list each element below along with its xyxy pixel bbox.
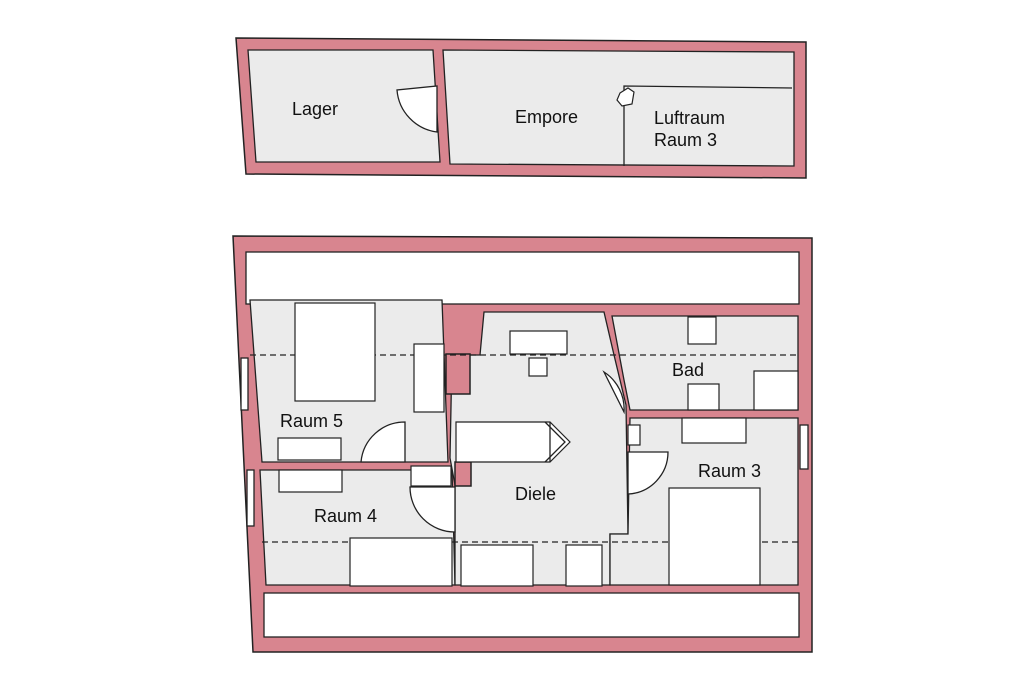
luftraum-boundary [623, 85, 793, 166]
label-bad: Bad [672, 360, 704, 380]
pillar-diele-mid [454, 461, 472, 487]
desk-raum5 [277, 437, 342, 461]
main-floor: Raum 5 Raum 4 Diele Bad Raum 3 [232, 235, 813, 653]
stool-diele [528, 357, 548, 377]
label-raum5: Raum 5 [280, 411, 343, 431]
eaves-strip-top [245, 251, 800, 305]
staircase [455, 421, 571, 463]
cabinet-diele-right [565, 544, 603, 587]
raum3-door-swing [627, 451, 669, 495]
dresser-diele [509, 330, 568, 355]
label-raum4: Raum 4 [314, 506, 377, 526]
raum4-door-swing [409, 486, 456, 533]
sink-bad [687, 383, 720, 411]
cabinet-raum4 [349, 537, 453, 587]
pillar-diele-top [445, 353, 471, 395]
dresser-raum4 [410, 465, 452, 487]
bed-raum3 [668, 487, 761, 586]
label-luftraum-raum3: Raum 3 [654, 130, 717, 150]
label-lager: Lager [292, 99, 338, 119]
room-lager-floor [247, 49, 441, 163]
desk-raum4 [278, 469, 343, 493]
room-empore-floor [442, 49, 795, 167]
raum5-door-swing [360, 421, 406, 463]
window-left-lower [246, 469, 255, 527]
label-luftraum: Luftraum [654, 108, 725, 128]
window-left-upper [240, 357, 249, 411]
staircase-step-1 [544, 421, 566, 463]
eaves-strip-bottom [263, 592, 800, 638]
lager-door-swing [396, 85, 438, 133]
bed-raum5 [294, 302, 376, 402]
label-raum3: Raum 3 [698, 461, 761, 481]
wardrobe-raum5 [413, 343, 445, 413]
cabinet-bad-top [687, 316, 717, 345]
cabinet-diele-left [460, 544, 534, 587]
bad-door-swing [602, 370, 625, 415]
luftraum-post [616, 87, 635, 107]
window-right [799, 424, 809, 470]
upper-floor: Lager Empore Luftraum Raum 3 [235, 37, 807, 179]
label-diele: Diele [515, 484, 556, 504]
desk-raum3 [681, 417, 747, 444]
shower-bad [753, 370, 799, 411]
label-empore: Empore [515, 107, 578, 127]
nightstand-raum3 [627, 424, 641, 446]
